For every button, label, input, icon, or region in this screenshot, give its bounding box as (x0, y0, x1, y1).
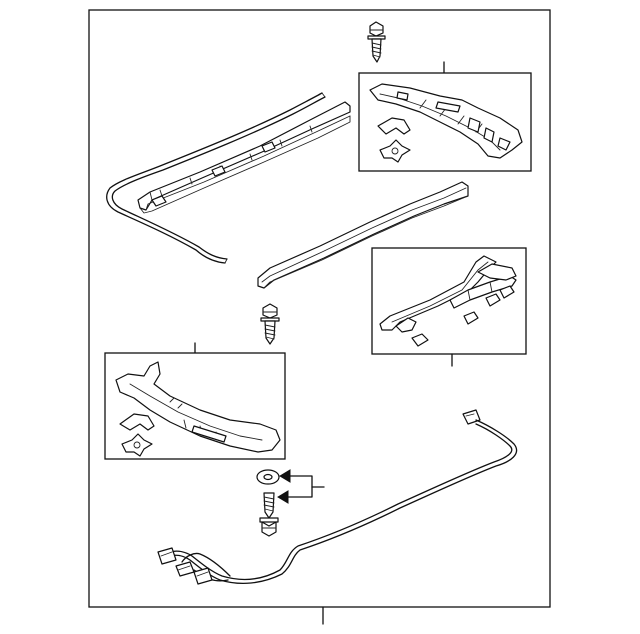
bolt-arrow-icon (277, 490, 289, 504)
lower-bolt[interactable] (259, 492, 279, 537)
top-bolt[interactable] (367, 21, 386, 63)
wire-harness[interactable] (157, 409, 518, 585)
washer[interactable] (256, 469, 280, 485)
fastener-callout (277, 469, 325, 504)
rear-left-bracket-assembly[interactable] (104, 342, 286, 460)
drive-cable-assembly[interactable] (371, 247, 527, 367)
middle-bolt[interactable] (260, 303, 280, 345)
front-right-bracket-assembly[interactable] (358, 61, 532, 172)
right-guide-rail[interactable] (257, 181, 469, 289)
washer-arrow-icon (279, 469, 291, 483)
left-seal-rail[interactable] (106, 92, 351, 264)
